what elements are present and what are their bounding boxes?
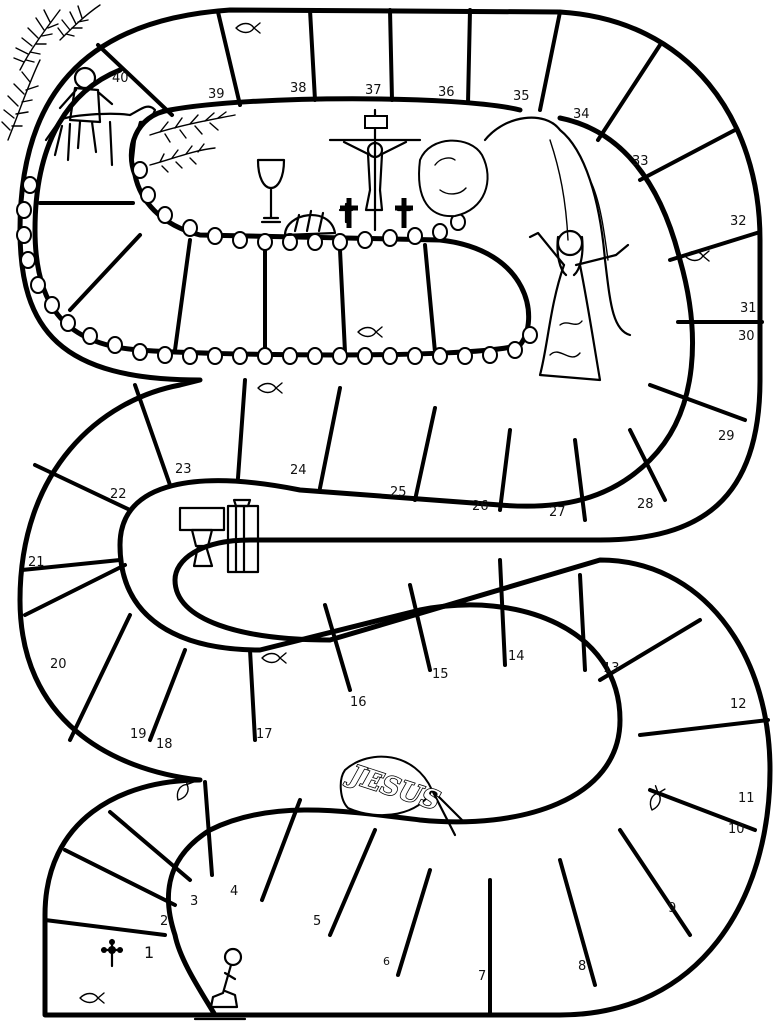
square-number-6: 6: [383, 955, 390, 968]
square-number-3: 3: [190, 894, 198, 909]
square-number-18: 18: [156, 737, 173, 752]
square-numbers: 1 2 3 4 5 6 7 8 9 10 11 12 13 14 15 16 1…: [28, 71, 757, 984]
square-number-37: 37: [365, 83, 382, 98]
square-number-11: 11: [738, 791, 755, 806]
fish-icon: [257, 382, 283, 394]
pebble-border: [16, 161, 538, 365]
small-cross-icon: [340, 198, 413, 228]
palm-branch-icon: [149, 111, 236, 173]
square-number-33: 33: [632, 154, 649, 169]
square-number-40: 40: [112, 71, 129, 86]
square-number-28: 28: [637, 497, 654, 512]
jesus-fish-emblem: JESUS: [339, 755, 464, 837]
square-number-32: 32: [730, 214, 747, 229]
square-number-9: 9: [668, 901, 676, 916]
square-number-35: 35: [513, 89, 530, 104]
donkey-rider-icon: [44, 66, 157, 170]
fish-icon: [79, 992, 105, 1004]
square-number-8: 8: [578, 959, 586, 974]
square-number-30: 30: [738, 329, 755, 344]
tomb-stone-icon: [418, 116, 632, 337]
square-number-7: 7: [478, 969, 486, 984]
square-number-10: 10: [728, 822, 745, 837]
square-number-24: 24: [290, 463, 307, 478]
square-number-20: 20: [50, 657, 67, 672]
chalice-altar-icon: [178, 498, 260, 574]
square-number-13: 13: [603, 661, 620, 676]
square-number-21: 21: [28, 555, 45, 570]
square-number-19: 19: [130, 727, 147, 742]
square-number-17: 17: [256, 727, 273, 742]
bread-icon: [283, 209, 337, 237]
square-number-2: 2: [160, 914, 168, 929]
square-number-22: 22: [110, 487, 127, 502]
crucifix-icon: [328, 108, 422, 232]
square-dividers: [20, 8, 770, 1017]
square-number-14: 14: [508, 649, 525, 664]
square-number-38: 38: [290, 81, 307, 96]
square-number-27: 27: [549, 505, 566, 520]
square-number-1: 1: [144, 943, 154, 962]
palm-branch-icon: [1, 4, 101, 141]
fish-icon: [649, 785, 666, 811]
square-number-15: 15: [432, 667, 449, 682]
risen-jesus-icon: [528, 229, 630, 382]
square-number-36: 36: [438, 85, 455, 100]
square-number-16: 16: [350, 695, 367, 710]
fish-icon: [684, 250, 710, 262]
square-number-4: 4: [230, 884, 238, 899]
square-number-34: 34: [573, 107, 590, 122]
fish-icon: [235, 22, 261, 34]
square-number-26: 26: [472, 499, 489, 514]
chalice-icon: [256, 158, 286, 224]
praying-figure-icon: [193, 947, 247, 1021]
square-number-23: 23: [175, 462, 192, 477]
fish-icon: [357, 326, 383, 338]
fish-icon: [261, 652, 287, 664]
cross-flower-icon: [100, 938, 124, 968]
square-number-5: 5: [313, 914, 321, 929]
square-number-25: 25: [390, 485, 407, 500]
square-number-39: 39: [208, 87, 225, 102]
square-number-12: 12: [730, 697, 747, 712]
square-number-31: 31: [740, 301, 757, 316]
fish-icons: [79, 22, 710, 1004]
fish-icon: [176, 776, 196, 801]
square-number-29: 29: [718, 429, 735, 444]
